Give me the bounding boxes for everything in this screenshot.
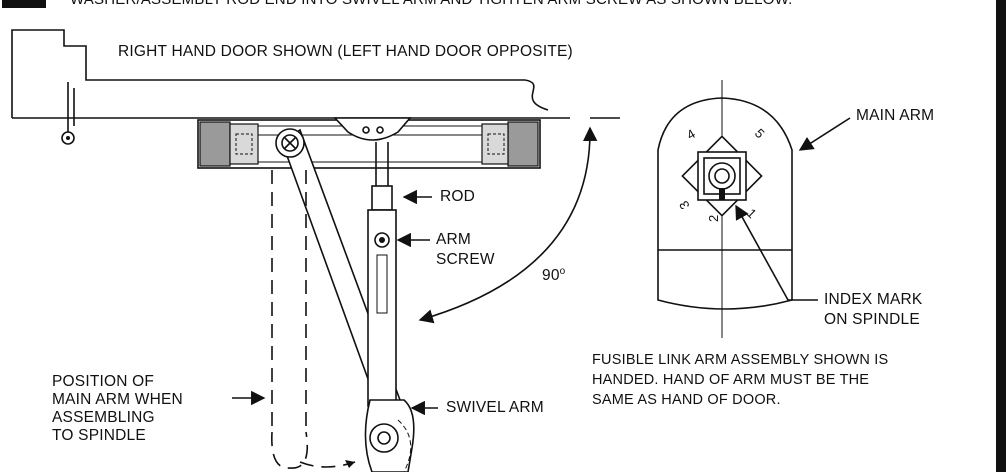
header-instruction: WASHER/ASSEMBLY ROD END INTO SWIVEL ARM …	[70, 0, 792, 10]
swivel-arm-label: SWIVEL ARM	[446, 399, 544, 416]
header-marker	[2, 0, 46, 8]
arm-screw-label-line2: SCREW	[436, 251, 495, 268]
spindle-number-2: 2	[706, 215, 721, 222]
main-arm-dashed-position	[271, 170, 309, 469]
position-label-line3: ASSEMBLING	[52, 409, 155, 426]
spindle-number-1: 1	[744, 206, 760, 222]
rod	[371, 142, 393, 211]
position-label-line2: MAIN ARM WHEN	[52, 391, 183, 408]
angle-unit: o	[559, 266, 566, 277]
edge-bar	[996, 0, 1006, 472]
hinge-pin	[61, 82, 75, 145]
door-note: RIGHT HAND DOOR SHOWN (LEFT HAND DOOR OP…	[118, 43, 573, 60]
angle-value: 90	[542, 267, 560, 285]
rod-label: ROD	[440, 188, 476, 205]
swivel-arm	[364, 209, 415, 472]
arm-screw-label-line1: ARM	[436, 231, 472, 248]
spindle-number-3: 3	[676, 198, 693, 212]
position-label-line1: POSITION OF	[52, 373, 155, 390]
fusible-note-line1: FUSIBLE LINK ARM ASSEMBLY SHOWN IS	[592, 352, 889, 368]
index-mark-leader	[735, 204, 818, 301]
spindle-number-4: 4	[684, 126, 698, 143]
spindle-detail	[657, 80, 793, 338]
main-arm-label: MAIN ARM	[856, 107, 935, 124]
index-mark-label-line2: ON SPINDLE	[824, 311, 920, 328]
swing-arrow-head	[345, 460, 355, 468]
fusible-note-line3: SAME AS HAND OF DOOR.	[592, 392, 781, 408]
fusible-note-line2: HANDED. HAND OF ARM MUST BE THE	[592, 372, 870, 388]
door-frame	[11, 29, 620, 119]
angle-label: 90o	[542, 262, 565, 286]
rod-bracket	[333, 117, 412, 141]
position-label-line4: TO SPINDLE	[52, 427, 146, 444]
main-arm-leader	[798, 117, 851, 151]
index-mark-label-line1: INDEX MARK	[824, 291, 923, 308]
spindle-number-5: 5	[752, 126, 768, 142]
angle-arc	[418, 126, 598, 324]
